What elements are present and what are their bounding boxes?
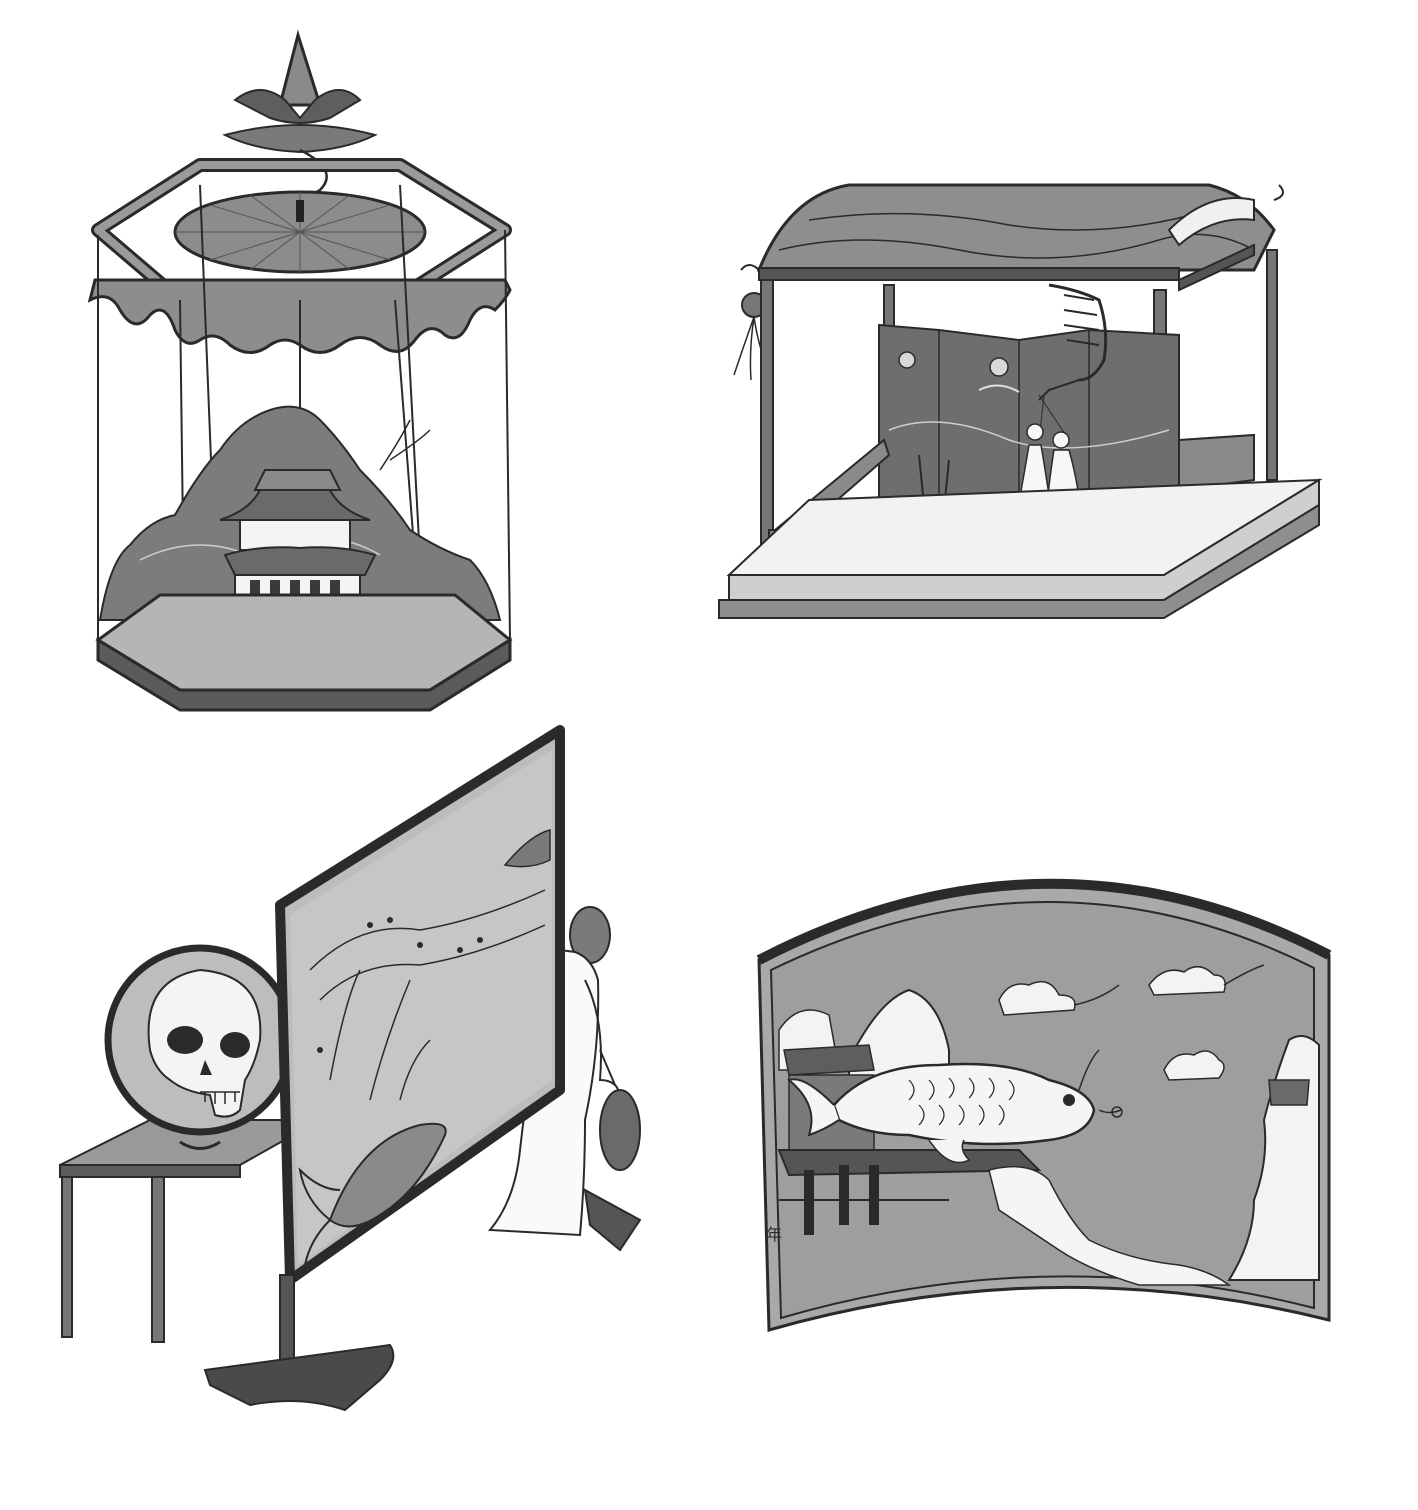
curved-screen-with-fish: 年 [709, 760, 1418, 1510]
folding-screen [878, 323, 1180, 507]
back-wall [1178, 433, 1255, 492]
arched-roof [740, 183, 1284, 292]
river [988, 1165, 1232, 1286]
skeleton-puppeteer [1038, 283, 1108, 401]
standing-screen [203, 725, 565, 1412]
side-glyph: 年 [766, 1225, 782, 1244]
landscape-backdrop [778, 964, 1320, 1281]
canopy-stage-with-folding-screen [709, 0, 1418, 755]
standing-screen-with-skull-mirror: 年 [0, 720, 709, 1510]
skull-mirror [104, 944, 296, 1150]
side-table [59, 1119, 324, 1343]
hexagonal-pavilion-lantern [0, 0, 709, 755]
stage-platform [718, 478, 1323, 619]
koi-fish [786, 1049, 1123, 1164]
hexagon-base [95, 593, 513, 712]
finial-hat [222, 29, 378, 212]
hanging-lantern [583, 1049, 642, 1252]
